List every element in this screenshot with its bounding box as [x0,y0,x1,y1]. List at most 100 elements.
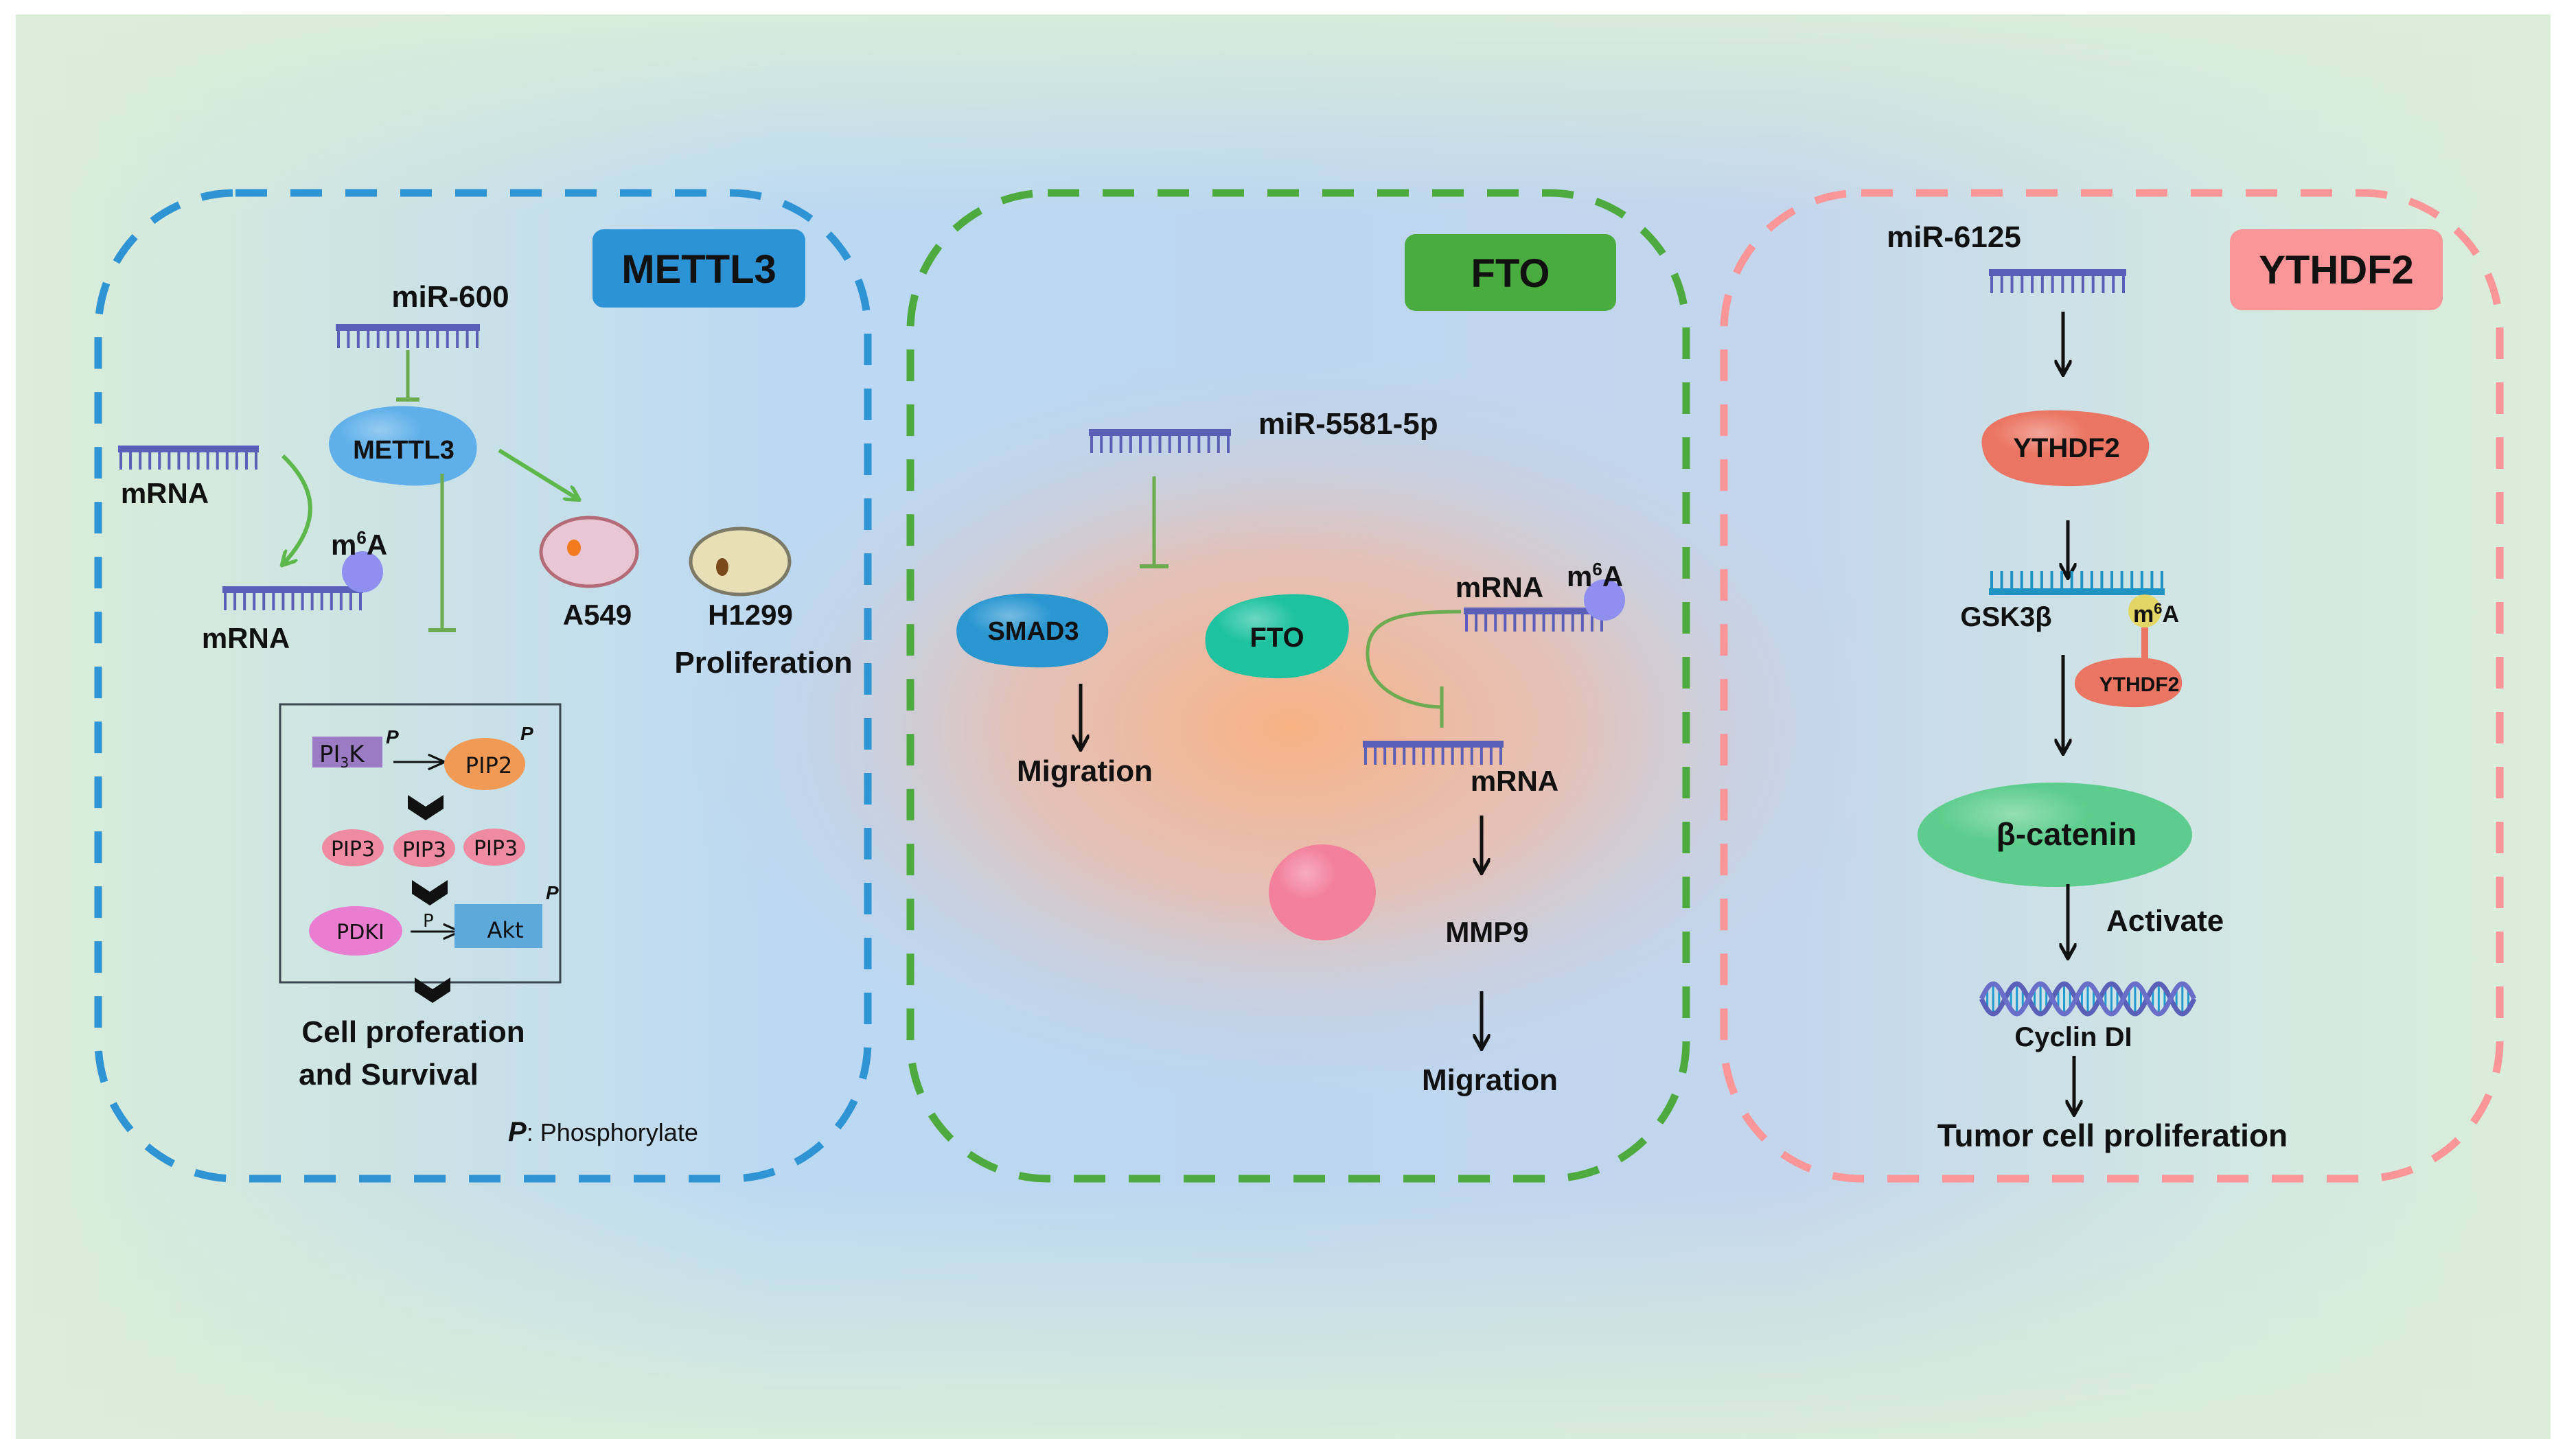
gsk3b-mrna-strand-icon [1989,571,2165,595]
ythdf2-reader-label: YTHDF2 [2099,673,2180,696]
tumor-proliferation-label: Tumor cell proliferation [1937,1118,2288,1153]
panel-mettl3: METTL3 miR-600 METTL3 mRNA m6A mRNA A [94,189,872,1183]
m6a-modification-icon [342,551,383,592]
strand-backbone [1989,588,2165,595]
phospho-mark: P [386,726,399,748]
pip2-icon [444,738,525,790]
ythdf2-protein-shine [1981,410,2150,487]
proliferation-label: Proliferation [674,646,852,680]
pi3k-label: PI3K [319,741,365,771]
m6a-modification-icon [2128,594,2161,627]
gsk3b-label: GSK3β [1960,602,2051,632]
akt-label: Akt [487,917,524,943]
mrna-strand-icon [1464,608,1604,632]
strand-backbone [222,586,363,593]
mettl3-protein-shine [329,406,477,486]
dna-strand [1979,981,2197,1017]
mettl3-protein-label: METTL3 [353,436,454,465]
pip3-label: PIP3 [402,838,446,862]
mirna-strand-icon [336,324,480,348]
strand-backbone [336,324,480,331]
akt-icon [454,904,542,948]
pip3-icon [463,829,525,866]
mmp9-label: MMP9 [1445,916,1528,948]
migration-label: Migration [1422,1063,1558,1097]
outcome-label: Cell proferation [301,1015,525,1049]
activation-arrow [498,448,578,499]
pip3-label: PIP3 [474,837,518,861]
fto-protein-shine [1205,594,1349,679]
migration-label: Migration [1017,754,1153,788]
fto-badge [1405,234,1616,311]
methylation-arrow [283,454,312,564]
chevron-down-icon [408,795,444,820]
fto-badge-label: FTO [1471,251,1550,296]
pip3-label: PIP3 [331,837,375,862]
demethylation-curve [1366,610,1462,709]
mmp9-protein-shine [1269,844,1376,940]
pip2-label: PIP2 [465,752,512,778]
m6a-modification-icon [1584,579,1625,621]
fto-protein-label: FTO [1250,623,1304,653]
panel-mettl3-border [94,189,872,1183]
ythdf2-badge [2230,229,2443,310]
cell-nucleus-icon [716,558,728,576]
mirna-strand-icon [1989,269,2126,293]
mrna-label: mRNA [121,477,209,509]
phospho-mark: P [520,723,533,744]
legend-phosphorylate: P: Phosphorylate [508,1117,698,1147]
mirna-label-mir5581: miR-5581-5p [1258,407,1438,441]
beta-catenin-label: β-catenin [1996,816,2137,852]
mirna-label-mir600: miR-600 [391,280,509,314]
cell-nucleus-icon [567,540,581,556]
ythdf2-protein-label: YTHDF2 [2013,433,2120,463]
a549-cell-icon [539,516,639,588]
cyclin-d1-label: Cyclin DI [2014,1022,2132,1052]
dna-helix-icon [1979,981,2197,1017]
h1299-cell-icon [689,527,792,597]
smad3-label: SMAD3 [987,617,1079,646]
pdki-icon [309,906,402,956]
mrna-label: mRNA [1455,571,1543,603]
mirna-label-mir6125: miR-6125 [1887,220,2021,254]
mrna-label: mRNA [1471,765,1558,797]
mettl3-badge [592,229,805,308]
pip3-icon [322,829,384,866]
background-fade [16,14,2551,1439]
dna-strand [1979,981,2197,1017]
phospho-arrow-label: P [423,911,434,932]
panel-ythdf2-border [1720,189,2504,1183]
ythdf2-reader-icon [2074,658,2183,708]
strand-backbone [1363,741,1504,748]
strand-backbone [118,446,259,452]
mrna-label: mRNA [202,622,290,654]
mrna-strand-icon [1363,741,1504,765]
chevron-down-icon [412,880,448,905]
pdki-label: PDKI [336,921,384,945]
strand-backbone [1089,429,1231,436]
strand-backbone [1989,269,2126,276]
activate-label: Activate [2106,904,2224,938]
panel-fto: FTO miR-5581-5p SMAD3 Migration FTO mRNA… [906,189,1690,1183]
phospho-mark: P [546,882,559,903]
panel-ythdf2: YTHDF2 miR-6125 YTHDF2 GSK3β m6A YTHDF2 … [1720,189,2504,1183]
m6a-label: m6A [1567,559,1623,592]
cell-line-a549-label: A549 [563,599,632,631]
ythdf2-badge-label: YTHDF2 [2259,248,2414,292]
pi3k-akt-pathway-box: PI3K P PIP2 P PIP3 PIP3 PIP3 PDKI P Akt … [279,703,562,1003]
mrna-strand-icon [118,446,259,470]
chevron-down-icon [415,978,450,1003]
mrna-strand-icon [222,586,363,610]
cell-line-h1299-label: H1299 [708,599,793,631]
m6a-label: m6A [331,527,387,561]
mirna-strand-icon [1089,429,1231,453]
mettl3-badge-label: METTL3 [621,247,776,292]
outcome-label: and Survival [299,1058,479,1091]
m6a-label: m6A [2133,600,2179,627]
pi3k-icon [312,737,382,767]
smad3-protein-shine [956,593,1109,668]
beta-catenin-protein-shine [1918,783,2192,887]
pip3-icon [393,830,455,867]
strand-backbone [1464,608,1604,614]
